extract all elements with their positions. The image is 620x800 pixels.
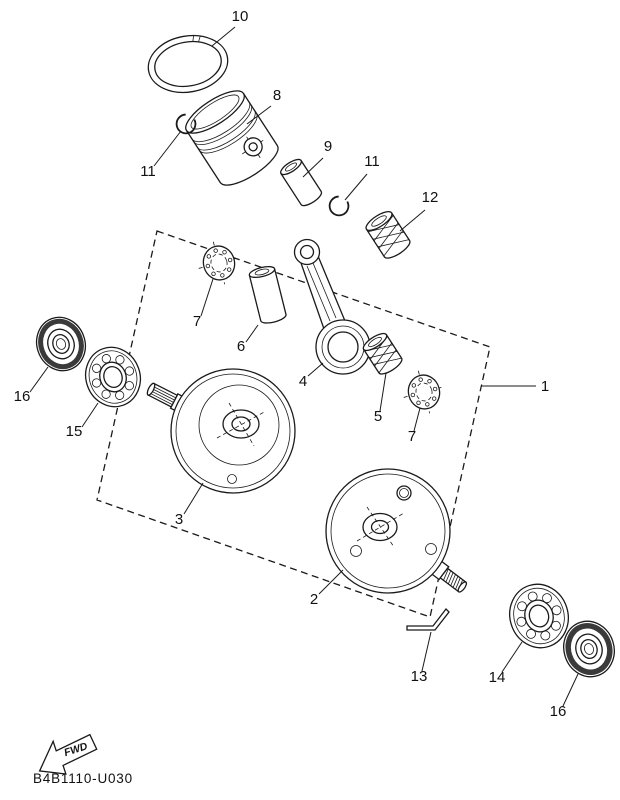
leader-line bbox=[399, 209, 426, 232]
big-end-bearing bbox=[362, 332, 403, 375]
callout-16-left-label[interactable]: 16 bbox=[14, 388, 31, 405]
leader-line bbox=[302, 157, 324, 178]
circlip-right bbox=[328, 195, 350, 217]
leader-line bbox=[318, 569, 344, 595]
callout-6-label[interactable]: 6 bbox=[237, 338, 245, 355]
callout-12-label[interactable]: 12 bbox=[422, 189, 439, 206]
crank-half-left bbox=[146, 368, 296, 494]
thrust-washer-right bbox=[403, 370, 445, 414]
leader-line bbox=[211, 26, 236, 47]
leader-line bbox=[501, 641, 523, 673]
leader-line bbox=[344, 173, 368, 201]
main-bearing-left bbox=[84, 346, 142, 408]
callout-15-label[interactable]: 15 bbox=[66, 423, 83, 440]
shim bbox=[406, 608, 450, 631]
callouts: 10 8 11 9 11 12 7 6 4 5 7 1 16 15 3 2 13 bbox=[14, 8, 579, 720]
callout-11-left-label[interactable]: 11 bbox=[140, 163, 156, 180]
callout-10-label[interactable]: 10 bbox=[232, 8, 249, 25]
leader-line bbox=[307, 362, 324, 377]
diagram-code: B4B1110-U030 bbox=[33, 771, 133, 786]
oil-seal-left bbox=[35, 316, 87, 372]
callout-7-left-label[interactable]: 7 bbox=[193, 313, 201, 330]
piston-pin bbox=[279, 158, 323, 207]
leader-line bbox=[421, 631, 432, 672]
piston bbox=[185, 90, 279, 186]
thrust-washer-left bbox=[198, 241, 240, 285]
leader-line bbox=[246, 105, 272, 125]
callout-7-right-label[interactable]: 7 bbox=[408, 428, 416, 445]
leader-line bbox=[183, 482, 204, 515]
circlip-left bbox=[175, 113, 197, 135]
leader-line bbox=[81, 402, 99, 428]
callout-4-label[interactable]: 4 bbox=[299, 373, 307, 390]
crank-half-right bbox=[325, 468, 468, 594]
crank-assembly-outline bbox=[96, 230, 491, 618]
connecting-rod bbox=[293, 238, 371, 375]
callout-13-label[interactable]: 13 bbox=[411, 668, 428, 685]
leader-line bbox=[29, 366, 49, 393]
fwd-arrow: FWD bbox=[38, 733, 98, 775]
main-bearing-right bbox=[509, 583, 569, 649]
callout-16-right-label[interactable]: 16 bbox=[550, 703, 567, 720]
callout-11-right-label[interactable]: 11 bbox=[364, 153, 380, 170]
leader-line bbox=[153, 130, 182, 167]
oil-seal-right bbox=[563, 620, 615, 678]
callout-1-label[interactable]: 1 bbox=[541, 378, 549, 395]
leader-line bbox=[413, 407, 421, 432]
callout-9-label[interactable]: 9 bbox=[324, 138, 332, 155]
leader-line bbox=[562, 673, 579, 707]
needle-bearing-upper bbox=[365, 210, 411, 259]
leader-line bbox=[200, 278, 214, 317]
leader-line bbox=[245, 324, 259, 343]
callout-2-label[interactable]: 2 bbox=[310, 591, 318, 608]
leader-line bbox=[379, 372, 387, 412]
callout-14-label[interactable]: 14 bbox=[489, 669, 506, 686]
callout-8-label[interactable]: 8 bbox=[273, 87, 281, 104]
callout-5-label[interactable]: 5 bbox=[374, 408, 382, 425]
crank-pin bbox=[248, 265, 287, 324]
callout-3-label[interactable]: 3 bbox=[175, 511, 183, 528]
